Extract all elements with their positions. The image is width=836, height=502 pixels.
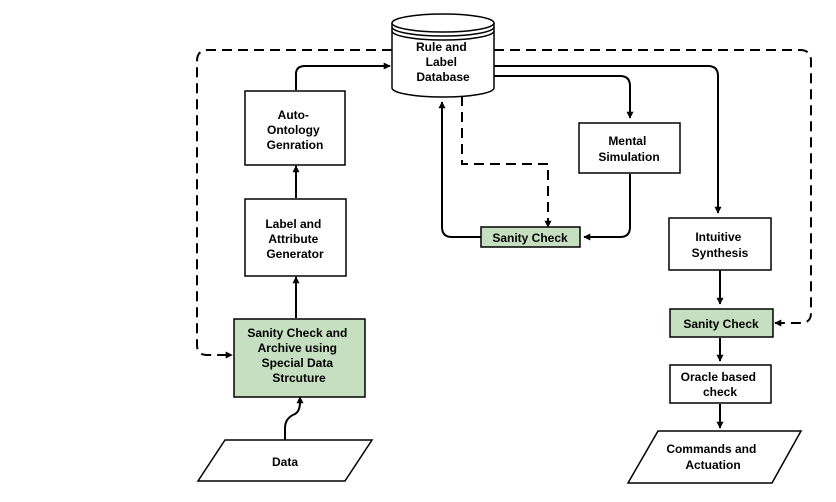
oracle-check-label-line-2: check [703, 385, 737, 399]
sanity-archive-label-line-2: Archive using [258, 341, 337, 355]
edge-ontology-to-database [295, 62, 391, 90]
edge-dashed-feedback-loop [196, 49, 392, 359]
commands-label-line-2: Actuation [685, 458, 740, 472]
node-sanity-check-middle[interactable]: Sanity Check [480, 226, 581, 248]
mental-simulation-label-line-2: Simulation [598, 150, 659, 164]
sanity-archive-label-line-1: Sanity Check and [247, 326, 347, 340]
database-label-line-3: Database [416, 70, 470, 84]
data-label: Data [272, 455, 298, 469]
svg-text:Sanity Check: Sanity Check [683, 317, 759, 331]
svg-text:Label and Attribute: Label and Attribute Generator [265, 217, 324, 261]
commands-label-line-1: Commands and [666, 442, 756, 456]
node-oracle-check[interactable]: Oracle based check [669, 364, 772, 404]
svg-text:Mental Simulation: Mental Simulation [598, 134, 659, 164]
svg-text:Commands and Actuation: Commands and Actuation [666, 442, 759, 472]
edge-dashed-feedback-right [494, 49, 812, 327]
edge-dashed-database-to-sanity-middle [461, 96, 552, 228]
node-sanity-check-archive[interactable]: Sanity Check and Archive using Special D… [233, 318, 366, 398]
node-label-attribute-generator[interactable]: Label and Attribute Generator [244, 198, 347, 277]
label-attribute-label-line-2: Attribute [268, 232, 318, 246]
svg-text:Sanity Check and Archive: Sanity Check and Archive using Special D… [247, 326, 350, 385]
sanity-archive-label-line-3: Special Data [262, 356, 334, 370]
node-database[interactable]: Rule and Label Database [391, 13, 495, 98]
auto-ontology-label-line-1: Auto- [278, 108, 309, 122]
edge-database-to-mental [494, 75, 634, 119]
svg-text:Auto- Ontology Gen: Auto- Ontology Genration [267, 108, 324, 152]
svg-text:Rule and Label Dat: Rule and Label Database [416, 40, 470, 84]
label-attribute-label-line-1: Label and [265, 217, 321, 231]
node-intuitive-synthesis[interactable]: Intuitive Synthesis [668, 217, 772, 271]
edge-sanity-middle-to-database [438, 101, 481, 238]
mental-simulation-label-line-1: Mental [608, 134, 646, 148]
node-data-input[interactable]: Data [196, 439, 374, 482]
svg-text:Sanity Check: Sanity Check [492, 231, 568, 245]
node-auto-ontology[interactable]: Auto- Ontology Genration [244, 90, 346, 166]
sanity-middle-label: Sanity Check [492, 231, 568, 245]
node-mental-simulation[interactable]: Mental Simulation [578, 122, 681, 174]
auto-ontology-label-line-3: Genration [267, 138, 324, 152]
sanity-right-label: Sanity Check [683, 317, 759, 331]
intuitive-synthesis-label-line-2: Synthesis [692, 246, 749, 260]
svg-text:Intuitive Synthesis: Intuitive Synthesis [692, 230, 749, 260]
sanity-archive-label-line-4: Strcuture [272, 371, 326, 385]
edge-data-to-sanity-archive [284, 396, 304, 440]
auto-ontology-label-line-2: Ontology [267, 123, 320, 137]
oracle-check-label-line-1: Oracle based [681, 370, 756, 384]
node-commands-actuation[interactable]: Commands and Actuation [626, 430, 803, 484]
edge-mental-to-sanity-middle [583, 174, 631, 241]
label-attribute-label-line-3: Generator [266, 247, 324, 261]
edge-database-to-intuitive [494, 65, 722, 214]
intuitive-synthesis-label-line-1: Intuitive [695, 230, 741, 244]
node-sanity-check-right[interactable]: Sanity Check [669, 308, 774, 338]
svg-text:Oracle based check: Oracle based check [681, 370, 760, 399]
svg-text:Data: Data [272, 455, 298, 469]
database-label-line-1: Rule and [416, 40, 467, 54]
database-label-line-2: Label [426, 55, 457, 69]
